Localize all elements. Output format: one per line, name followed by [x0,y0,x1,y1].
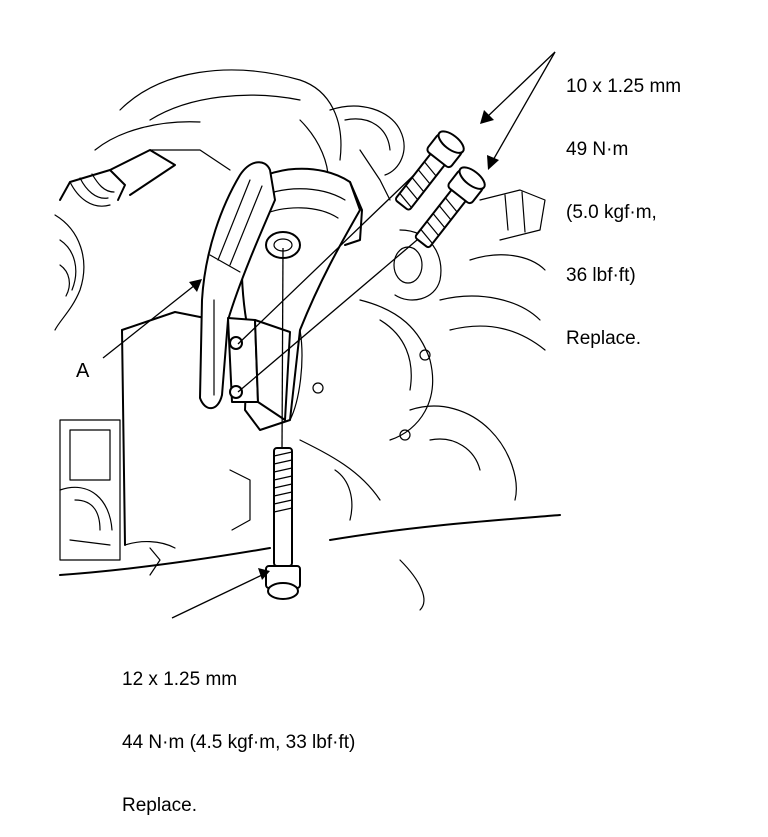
upper-bolt-torque-lbfft: 36 lbf·ft) [566,265,636,286]
lower-bolt-torque: 44 N·m (4.5 kgf·m, 33 lbf·ft) [122,732,356,753]
diagram-stage: 10 x 1.25 mm 49 N·m (5.0 kgf·m, 36 lbf·f… [54,34,681,816]
upper-bolt-size: 10 x 1.25 mm [566,76,682,97]
lower-bolt-leader [171,568,270,619]
lower-bolt [265,447,301,600]
mount-bracket-a [199,161,291,421]
upper-bolt-replace-note: Replace. [566,328,641,349]
upper-bolt-torque-kgfm: (5.0 kgf·m, [566,202,657,223]
upper-bolts-torque-callout: 10 x 1.25 mm 49 N·m (5.0 kgf·m, 36 lbf·f… [566,34,681,370]
upper-bolt-front [414,166,486,249]
upper-bolt-torque-nm: 49 N·m [566,139,629,160]
background-engine-outline [54,69,561,611]
upper-bolts-leader [480,51,556,170]
upper-bolt-rear [395,130,465,211]
bracket-a-label: A [76,360,90,382]
lower-bolt-torque-callout: 12 x 1.25 mm 44 N·m (4.5 kgf·m, 33 lbf·f… [122,627,355,837]
lower-bolt-size: 12 x 1.25 mm [122,669,238,690]
lower-bolt-replace-note: Replace. [122,795,197,816]
engine-mount-illustration [54,51,561,619]
bracket-a-leader [102,279,202,359]
